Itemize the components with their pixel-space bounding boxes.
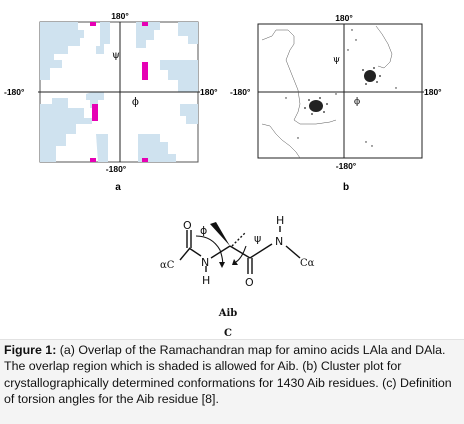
panel-b-right-label: 180° bbox=[424, 87, 442, 97]
overlap-patch bbox=[142, 22, 148, 26]
caption-label: Figure 1: bbox=[4, 343, 57, 357]
caption-box: Figure 1: (a) Overlap of the Ramachandra… bbox=[0, 339, 464, 424]
overlap-patch bbox=[142, 158, 148, 162]
bond bbox=[188, 247, 202, 257]
h-top-label: H bbox=[276, 214, 284, 227]
phi-arrow bbox=[195, 235, 224, 267]
panel-b-psi-label: ψ bbox=[333, 55, 340, 65]
wedge-bond bbox=[210, 222, 230, 246]
bond bbox=[285, 245, 301, 259]
panel-a-left-label: -180° bbox=[4, 87, 25, 97]
cluster-point bbox=[365, 83, 367, 85]
panel-b-frame bbox=[257, 23, 423, 159]
panel-b: 180° -180° -180° 180° ψ ϕ b bbox=[230, 13, 442, 193]
panel-c-labels: ϕ ψ H N Cα αC N H O O Aib C bbox=[160, 214, 315, 339]
phi-arrowhead bbox=[219, 262, 225, 268]
panel-a-top-label: 180° bbox=[111, 11, 129, 21]
bond bbox=[179, 247, 191, 261]
cluster-point bbox=[395, 87, 397, 89]
cluster-point bbox=[365, 141, 367, 143]
cluster-point bbox=[355, 39, 357, 41]
bond bbox=[249, 243, 273, 259]
ca-left-label: αC bbox=[160, 260, 175, 271]
panel-b-phi-label: ϕ bbox=[354, 97, 360, 107]
panel-a-overlap-region bbox=[90, 22, 148, 162]
cluster-lower-left bbox=[309, 100, 323, 112]
h-bottom-label: H bbox=[202, 274, 210, 287]
cluster-upper-right bbox=[364, 70, 376, 82]
cluster-point bbox=[311, 113, 313, 115]
overlap-patch bbox=[142, 62, 148, 80]
cluster-point bbox=[362, 69, 364, 71]
panel-a-bottom-label: -180° bbox=[106, 164, 127, 174]
cluster-point bbox=[373, 67, 375, 69]
panel-a-right-label: 180° bbox=[200, 87, 218, 97]
cluster-point bbox=[351, 29, 353, 31]
cluster-point bbox=[285, 97, 287, 99]
figure-graphic: 180° -180° -180° 180° ψ ϕ a bbox=[4, 11, 442, 339]
cluster-point bbox=[379, 75, 381, 77]
cluster-point bbox=[376, 81, 378, 83]
cluster-point bbox=[347, 49, 349, 51]
panel-a-letter: a bbox=[115, 182, 121, 193]
overlap-patch bbox=[90, 158, 96, 162]
cluster-point bbox=[335, 93, 337, 95]
cluster-point bbox=[326, 103, 328, 105]
figure-caption: Figure 1: (a) Overlap of the Ramachandra… bbox=[4, 342, 462, 407]
panel-a-allowed-region bbox=[40, 22, 198, 162]
panel-b-bottom-label: -180° bbox=[336, 161, 357, 171]
n-left-label: N bbox=[201, 256, 209, 269]
bond bbox=[229, 245, 251, 259]
caption-text: (a) Overlap of the Ramachandran map for … bbox=[4, 343, 452, 406]
psi-angle-label: ψ bbox=[254, 232, 261, 245]
cluster-point bbox=[371, 145, 373, 147]
cluster-point bbox=[308, 99, 310, 101]
o-right-label: O bbox=[245, 276, 254, 289]
panel-a-phi-label: ϕ bbox=[132, 97, 139, 108]
n-right-label: N bbox=[275, 235, 283, 248]
cluster-point bbox=[304, 107, 306, 109]
hashed-bond bbox=[231, 231, 247, 247]
panel-a: 180° -180° -180° 180° ψ ϕ a bbox=[4, 11, 218, 193]
phi-angle-label: ϕ bbox=[200, 224, 207, 237]
panel-c-letter: C bbox=[224, 328, 232, 339]
panel-b-letter: b bbox=[343, 182, 349, 193]
panel-b-top-label: 180° bbox=[335, 13, 353, 23]
panel-b-allowed-outline bbox=[261, 25, 393, 159]
aib-label: Aib bbox=[218, 308, 238, 319]
o-left-label: O bbox=[183, 219, 192, 232]
panel-b-cluster-points bbox=[285, 29, 397, 147]
panel-c bbox=[179, 222, 301, 274]
ca-right-label: Cα bbox=[300, 258, 315, 269]
cluster-point bbox=[319, 97, 321, 99]
psi-arrow bbox=[235, 245, 247, 263]
cluster-point bbox=[323, 111, 325, 113]
overlap-patch bbox=[92, 104, 98, 121]
panel-a-psi-label: ψ bbox=[112, 50, 120, 61]
overlap-patch bbox=[90, 22, 96, 26]
panel-b-left-label: -180° bbox=[230, 87, 251, 97]
cluster-point bbox=[297, 137, 299, 139]
psi-arrowhead bbox=[232, 259, 238, 265]
